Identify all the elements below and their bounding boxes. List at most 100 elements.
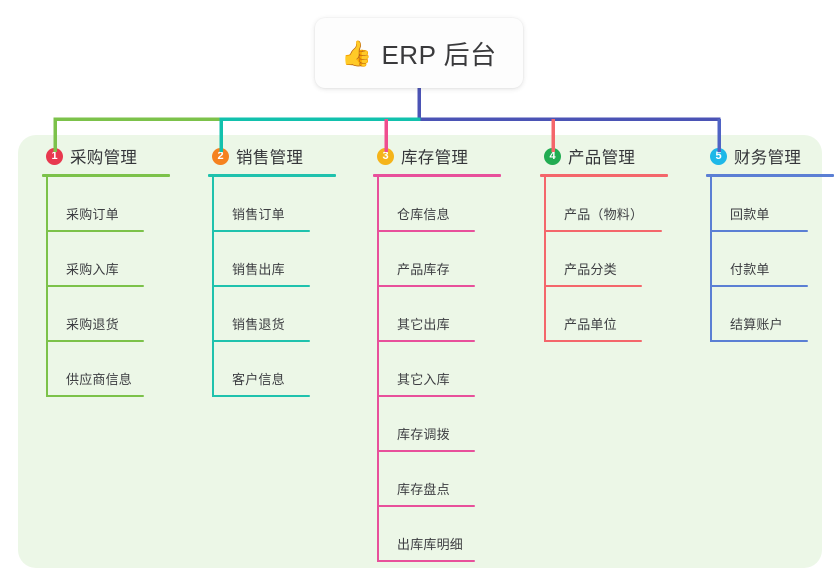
branch-item-label: 产品（物料） [564,207,644,222]
branch-item-underline [377,395,475,397]
branch-item-underline [377,230,475,232]
branch-items: 产品（物料） 产品分类产品单位 [544,177,682,342]
root-node-label: ERP 后台 [381,39,497,70]
branch-item-underline [377,505,475,507]
branch-item-underline [212,230,310,232]
branch-item-underline [46,230,144,232]
branch-item[interactable]: 销售出库 [212,232,350,287]
branch-item-underline [377,285,475,287]
branch-items: 采购订单采购入库采购退货供应商信息 [46,177,184,397]
branch-item-label: 库存盘点 [397,482,450,497]
thumbs-up-icon: 👍 [341,39,373,68]
branch-item[interactable]: 采购入库 [46,232,184,287]
branch-item-underline [212,285,310,287]
branch-item[interactable]: 产品（物料） [544,177,682,232]
branch-item-underline [544,340,642,342]
branch-item-underline [544,230,662,232]
branch-item[interactable]: 库存调拨 [377,397,515,452]
branch-header-1[interactable]: 1 采购管理 [24,143,184,169]
branch-item-label: 结算账户 [730,317,783,332]
branch-item[interactable]: 付款单 [710,232,839,287]
branch-item-label: 销售退货 [232,317,285,332]
branch-item-label: 销售订单 [232,207,285,222]
branch-item[interactable]: 采购订单 [46,177,184,232]
branch-item-underline [377,560,475,562]
branch-spine [710,177,712,342]
branch-item-underline [46,395,144,397]
branch-title: 销售管理 [236,149,304,167]
branch-title-underline [706,174,834,177]
branch-header-2[interactable]: 2 销售管理 [190,143,350,169]
branch-item-label: 采购退货 [66,317,119,332]
branch-number-badge: 3 [377,147,394,165]
branch-item-underline [212,340,310,342]
branch-header-4[interactable]: 4 产品管理 [522,143,682,169]
branch-item-underline [544,285,642,287]
branch-number-badge: 1 [46,147,63,165]
branch-item[interactable]: 销售退货 [212,287,350,342]
branch-item-label: 其它出库 [397,317,450,332]
branch-items: 仓库信息产品库存其它出库其它入库库存调拨库存盘点出库库明细 [377,177,515,562]
branch-item-label: 出库库明细 [397,537,464,552]
branch-item-underline [710,230,808,232]
branch-item-label: 客户信息 [232,372,285,387]
branch-number-badge: 2 [212,147,229,165]
branch-item[interactable]: 其它入库 [377,342,515,397]
branch-item[interactable]: 销售订单 [212,177,350,232]
branch-header-5[interactable]: 5 财务管理 [688,143,839,169]
branches-background-panel [18,135,822,568]
branch-item-underline [710,285,808,287]
branch-spine [46,177,48,397]
branch-item-label: 付款单 [730,262,770,277]
branch-title-underline [208,174,336,177]
branch-item[interactable]: 仓库信息 [377,177,515,232]
branch-item[interactable]: 供应商信息 [46,342,184,397]
branch-item-underline [377,340,475,342]
branch-item[interactable]: 采购退货 [46,287,184,342]
branch-title: 采购管理 [70,149,138,167]
branch-spine [212,177,214,397]
branch-item[interactable]: 结算账户 [710,287,839,342]
branch-item-label: 供应商信息 [66,372,133,387]
branch-items: 回款单付款单结算账户 [710,177,839,342]
branch-item[interactable]: 产品库存 [377,232,515,287]
branch-column-5: 5 财务管理回款单付款单结算账户 [688,143,839,342]
branch-column-2: 2 销售管理销售订单销售出库销售退货客户信息 [190,143,350,397]
branch-item-label: 仓库信息 [397,207,450,222]
branch-item-underline [46,285,144,287]
branch-column-1: 1 采购管理采购订单采购入库采购退货供应商信息 [24,143,184,397]
branch-title: 产品管理 [568,149,636,167]
branch-spine [544,177,546,342]
branch-item-label: 采购订单 [66,207,119,222]
branch-item-label: 回款单 [730,207,770,222]
root-node[interactable]: 👍 ERP 后台 [315,18,523,88]
branch-number-badge: 5 [710,147,727,165]
branch-title-underline [540,174,668,177]
branch-item-label: 其它入库 [397,372,450,387]
branch-item[interactable]: 回款单 [710,177,839,232]
branch-title: 财务管理 [734,149,802,167]
branch-item[interactable]: 库存盘点 [377,452,515,507]
branch-item-underline [46,340,144,342]
branch-title-underline [42,174,170,177]
branch-item-underline [710,340,808,342]
branch-item-label: 产品分类 [564,262,617,277]
branch-item-label: 库存调拨 [397,427,450,442]
branch-item[interactable]: 出库库明细 [377,507,515,562]
branch-number-badge: 4 [544,147,561,165]
branch-title-underline [373,174,501,177]
branch-item-label: 销售出库 [232,262,285,277]
branch-item-label: 产品单位 [564,317,617,332]
branch-item-label: 采购入库 [66,262,119,277]
branch-spine [377,177,379,562]
branch-item-underline [377,450,475,452]
branch-item[interactable]: 其它出库 [377,287,515,342]
branch-item[interactable]: 产品单位 [544,287,682,342]
branch-item-label: 产品库存 [397,262,450,277]
branch-item-underline [212,395,310,397]
branch-item[interactable]: 客户信息 [212,342,350,397]
branch-item[interactable]: 产品分类 [544,232,682,287]
